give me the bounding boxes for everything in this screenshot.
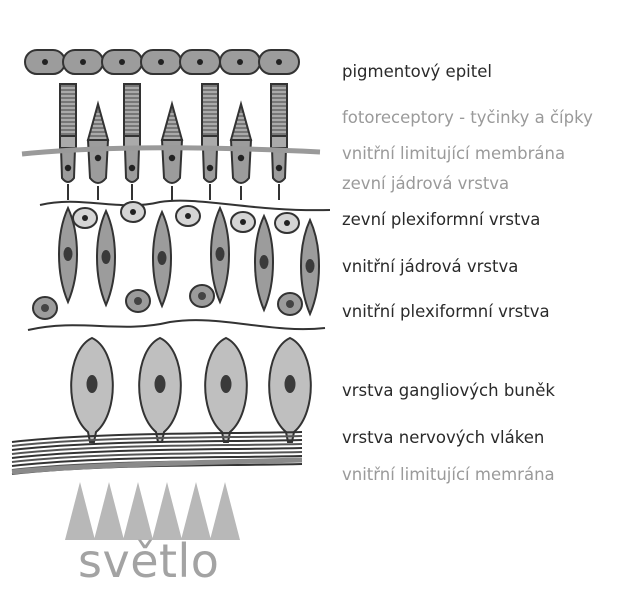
nuclear-layer-cells	[27, 199, 331, 331]
rod-nucleus	[206, 164, 214, 172]
cone-cell	[229, 100, 253, 200]
nerve-fiber	[11, 443, 303, 455]
cone-nucleus	[168, 154, 176, 162]
ganglion-nucleus	[154, 375, 166, 393]
amacrine-nucleus	[134, 297, 142, 305]
light-rays	[65, 482, 240, 540]
horizontal-nucleus	[240, 219, 246, 225]
outer-plexiform-dendrites	[39, 199, 331, 212]
cone-body	[160, 139, 184, 184]
horizontal-nucleus	[284, 220, 290, 226]
light-label: světlo	[78, 534, 220, 588]
pigment-epithelium-cells	[24, 49, 300, 75]
horizontal-nucleus	[185, 213, 191, 219]
ganglion-cells	[70, 336, 312, 443]
label-nerve-fiber-layer: vrstva nervových vláken	[342, 428, 545, 447]
rod-cell	[59, 83, 77, 200]
bipolar-nucleus	[305, 259, 315, 273]
label-inner-limiting-membrane: vnitřní limitující membrána	[342, 144, 566, 163]
nerve-fiber	[11, 451, 303, 463]
rod-nucleus	[64, 164, 72, 172]
horizontal-nucleus	[82, 215, 88, 221]
pigment-nucleus	[276, 59, 282, 65]
bipolar-nucleus	[259, 255, 269, 269]
label-outer-nuclear-layer: zevní jádrová vrstva	[342, 174, 510, 193]
pigment-nucleus	[42, 59, 48, 65]
cone-nucleus	[237, 154, 245, 162]
light-ray-triangle	[181, 482, 211, 540]
limiting-membrane-line	[21, 145, 321, 157]
nerve-fiber	[11, 455, 303, 467]
cone-cell	[160, 100, 184, 200]
rod-inner-segment	[270, 135, 288, 149]
photoreceptor-cells	[59, 83, 288, 200]
rod-nucleus	[128, 164, 136, 172]
inner-limiting-membrane-line	[11, 457, 303, 475]
amacrine-nucleus	[198, 292, 206, 300]
pigment-nucleus	[119, 59, 125, 65]
pigment-nucleus	[197, 59, 203, 65]
bipolar-nucleus	[157, 251, 167, 265]
light-ray-triangle	[65, 482, 95, 540]
rod-nucleus	[275, 164, 283, 172]
amacrine-nucleus	[41, 304, 49, 312]
label-pigment-epithelium: pigmentový epitel	[342, 62, 492, 81]
label-inner-nuclear-layer: vnitřní jádrová vrstva	[342, 257, 519, 276]
nerve-fiber	[11, 447, 303, 459]
inner-plexiform-dendrites	[27, 319, 326, 331]
light-ray-triangle	[210, 482, 240, 540]
ganglion-nucleus	[86, 375, 98, 393]
pigment-nucleus	[80, 59, 86, 65]
label-photoreceptors: fotoreceptory - tyčinky a čípky	[342, 108, 593, 127]
cone-cell	[86, 100, 110, 200]
rod-inner-segment	[59, 135, 77, 149]
nerve-fiber	[11, 439, 303, 451]
rod-cell	[270, 83, 288, 200]
ganglion-nucleus	[220, 375, 232, 393]
bipolar-nucleus	[215, 247, 225, 261]
label-inner-limiting-membrane-2: vnitřní limitující memrána	[342, 465, 555, 484]
amacrine-nucleus	[286, 300, 294, 308]
horizontal-nucleus	[130, 209, 136, 215]
label-inner-plexiform-layer: vnitřní plexiformní vrstva	[342, 302, 550, 321]
bipolar-nucleus	[101, 250, 111, 264]
pigment-nucleus	[237, 59, 243, 65]
label-outer-plexiform-layer: zevní plexiformní vrstva	[342, 210, 541, 229]
nerve-fiber	[11, 431, 303, 443]
light-ray-triangle	[152, 482, 182, 540]
rod-cell	[201, 83, 219, 200]
rod-cell	[123, 83, 141, 200]
cone-nucleus	[94, 154, 102, 162]
ganglion-nucleus	[284, 375, 296, 393]
nerve-fiber-layer	[11, 431, 303, 475]
light-ray-triangle	[94, 482, 124, 540]
pigment-nucleus	[158, 59, 164, 65]
bipolar-nucleus	[63, 247, 73, 261]
label-ganglion-cell-layer: vrstva gangliových buněk	[342, 381, 555, 400]
nerve-fiber	[11, 435, 303, 447]
light-ray-triangle	[123, 482, 153, 540]
